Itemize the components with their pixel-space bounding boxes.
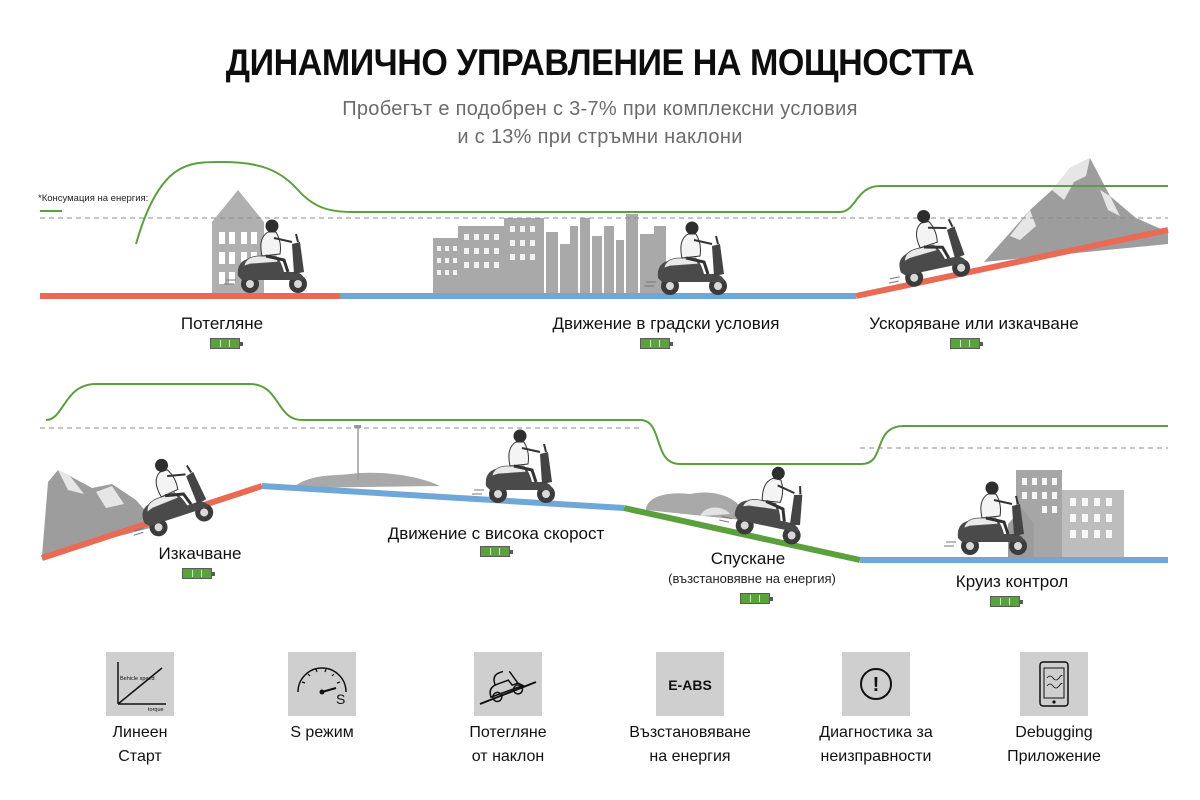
- battery-icon-highspeed: [480, 546, 513, 557]
- feature-label-s-mode: S режим: [290, 724, 354, 741]
- battery-icon-climb: [950, 338, 983, 349]
- svg-text:E-ABS: E-ABS: [668, 677, 712, 693]
- scooter-on-hill-icon: [474, 652, 542, 716]
- scene-label-highspeed: Движение с висока скорост: [387, 524, 605, 543]
- subtitle-line-2: и с 13% при стръмни наклони: [457, 126, 743, 148]
- hill-scenery: [292, 425, 440, 488]
- battery-icon-cruise: [990, 596, 1023, 607]
- scene-label-descent: Спускане: [710, 549, 786, 568]
- scooter-cruise: [942, 480, 1029, 557]
- speedometer-icon: S: [288, 652, 356, 716]
- scene-label-climb-2: Изкачване: [158, 544, 242, 563]
- city-scenery: [433, 214, 666, 296]
- scene-label-city: Движение в градски условия: [552, 314, 780, 333]
- page-title: ДИНАМИЧНО УПРАВЛЕНИЕ НА МОЩНОСТТА: [225, 42, 975, 83]
- scene-label-start: Потегляне: [180, 314, 264, 333]
- svg-text:torque: torque: [148, 707, 164, 713]
- svg-text:Вehicle speed: Вehicle speed: [120, 676, 155, 682]
- svg-text:!: !: [873, 674, 880, 696]
- linear-graph-icon: Вehicle speed torque: [106, 652, 174, 716]
- mountain-scenery-right: [984, 158, 1168, 262]
- scooter-highspeed: [470, 428, 557, 505]
- road-climb: [855, 227, 1169, 299]
- battery-icon-city: [640, 338, 673, 349]
- battery-icon-descent: [740, 593, 773, 604]
- road-highspeed: [261, 483, 625, 511]
- bushes-scenery: [646, 492, 742, 520]
- tablet-icon: [1020, 652, 1088, 716]
- scene-label-climb: Ускоряване или изкачване: [869, 314, 1079, 333]
- power-management-diagram: [40, 158, 1169, 563]
- power-curve-row1: [135, 160, 1168, 245]
- battery-icon-start: [210, 338, 243, 349]
- eabs-icon: E-ABS: [656, 652, 724, 716]
- scene-label-cruise: Круиз контрол: [955, 572, 1069, 591]
- legend-label: *Консумация на енергия:: [38, 193, 149, 204]
- power-curve-row2: [45, 383, 1168, 465]
- battery-icon-climb-2: [182, 568, 215, 579]
- scene-sublabel-descent: (възстановявне на енергия): [668, 571, 836, 586]
- subtitle-line-1: Пробегът е подобрен с 3-7% при комплексн…: [342, 98, 858, 120]
- svg-text:S: S: [336, 691, 345, 707]
- scooter-climb: [873, 201, 974, 294]
- warning-circle-icon: !: [842, 652, 910, 716]
